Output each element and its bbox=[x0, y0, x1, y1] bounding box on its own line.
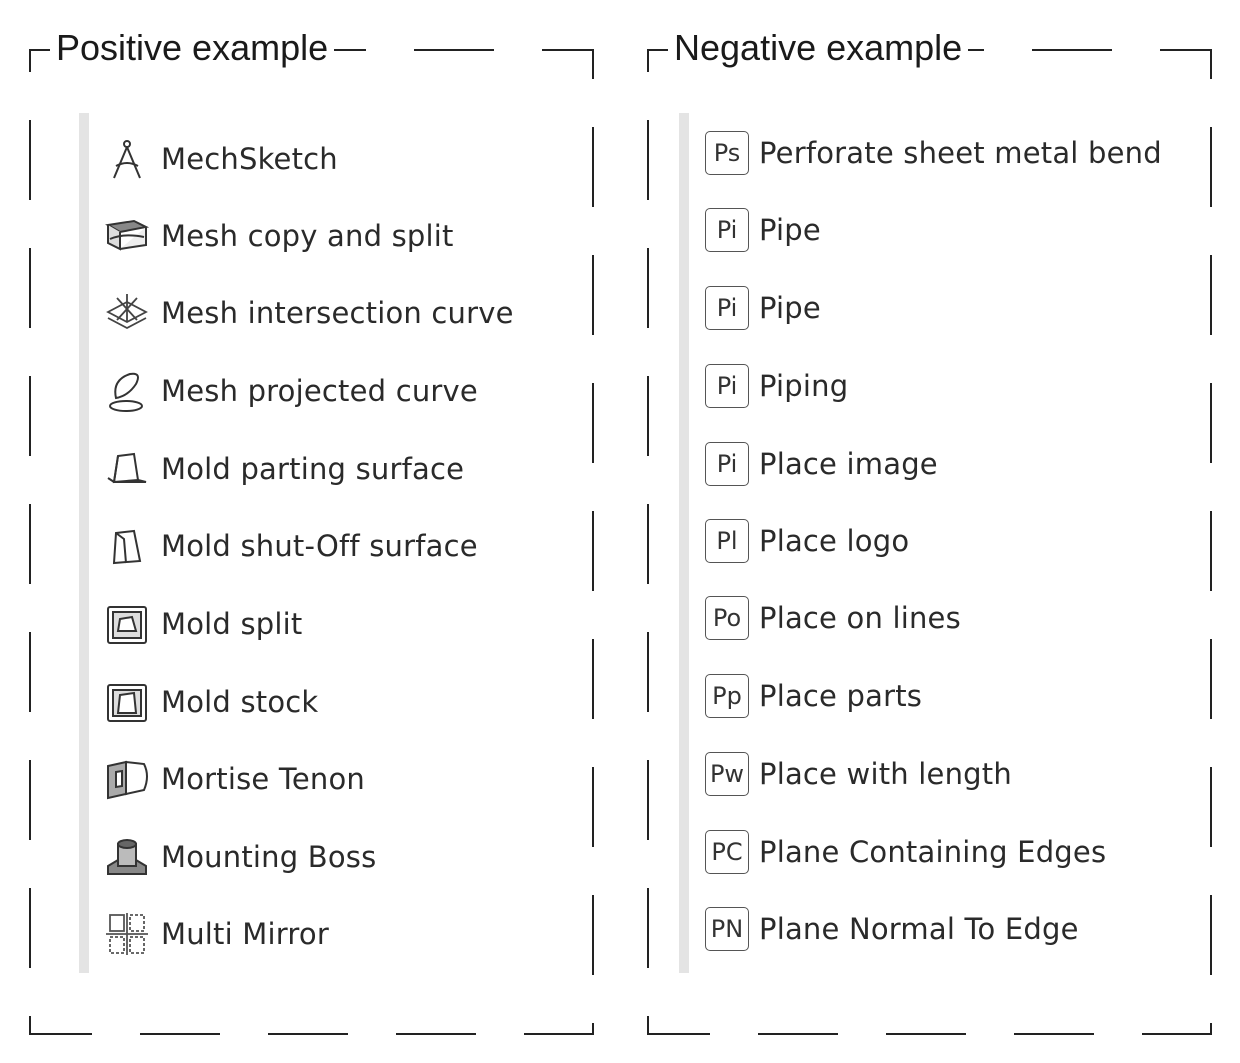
mesh-copy-icon bbox=[103, 212, 151, 260]
list-item[interactable]: Pl Place logo bbox=[703, 513, 909, 569]
list-item[interactable]: Po Place on lines bbox=[703, 590, 961, 646]
abbreviation-icon: Ps bbox=[705, 131, 749, 175]
mold-stock-icon bbox=[103, 678, 151, 726]
positive-example-title: Positive example bbox=[50, 28, 335, 68]
mold-shutoff-icon bbox=[103, 522, 151, 570]
list-item-label: Mortise Tenon bbox=[161, 762, 366, 796]
multi-mirror-icon bbox=[103, 910, 151, 958]
list-item-label: Mesh intersection curve bbox=[161, 296, 514, 330]
mesh-projected-curve-icon bbox=[103, 367, 151, 415]
list-item-label: Piping bbox=[759, 369, 849, 403]
list-item[interactable]: Mesh projected curve bbox=[103, 363, 478, 419]
list-item-label: Pipe bbox=[759, 213, 821, 247]
abbreviation-icon: Po bbox=[705, 596, 749, 640]
list-item[interactable]: Mesh copy and split bbox=[103, 208, 454, 264]
abbreviation-icon: PC bbox=[705, 830, 749, 874]
mesh-intersection-icon bbox=[103, 289, 151, 337]
list-item[interactable]: Mold stock bbox=[103, 674, 318, 730]
list-item-label: Multi Mirror bbox=[161, 917, 329, 951]
abbreviation-icon: Pi bbox=[705, 364, 749, 408]
list-item-label: Mold shut-Off surface bbox=[161, 529, 478, 563]
list-item[interactable]: MechSketch bbox=[103, 131, 338, 187]
list-item-label: Place logo bbox=[759, 524, 910, 558]
abbreviation-icon: Pi bbox=[705, 208, 749, 252]
abbreviation-icon: Pw bbox=[705, 752, 749, 796]
list-item-label: Mesh copy and split bbox=[161, 219, 454, 253]
sidebar-strip bbox=[79, 113, 89, 973]
abbreviation-icon: Pi bbox=[705, 442, 749, 486]
sidebar-strip bbox=[679, 113, 689, 973]
list-item[interactable]: Mold shut-Off surface bbox=[103, 518, 478, 574]
abbreviation-icon: PN bbox=[705, 907, 749, 951]
list-item-label: Plane Normal To Edge bbox=[759, 912, 1079, 946]
list-item[interactable]: PN Plane Normal To Edge bbox=[703, 901, 1079, 957]
list-item[interactable]: Pp Place parts bbox=[703, 668, 922, 724]
list-item-label: Place image bbox=[759, 447, 938, 481]
list-item[interactable]: Ps Perforate sheet metal bend bbox=[703, 125, 1162, 181]
list-item[interactable]: PC Plane Containing Edges bbox=[703, 824, 1106, 880]
mounting-boss-icon bbox=[103, 833, 151, 881]
list-item[interactable]: Pi Pipe bbox=[703, 280, 821, 336]
list-item-label: Mold stock bbox=[161, 685, 319, 719]
list-item[interactable]: Pi Place image bbox=[703, 436, 938, 492]
negative-feature-list: Ps Perforate sheet metal bend Pi Pipe Pi… bbox=[679, 113, 1199, 973]
list-item[interactable]: Mesh intersection curve bbox=[103, 285, 514, 341]
mold-parting-icon bbox=[103, 445, 151, 493]
abbreviation-icon: Pl bbox=[705, 519, 749, 563]
compass-icon bbox=[103, 135, 151, 183]
list-item-label: Place parts bbox=[759, 679, 923, 713]
mortise-tenon-icon bbox=[103, 755, 151, 803]
list-item[interactable]: Pi Piping bbox=[703, 358, 848, 414]
positive-feature-list: MechSketch Mesh copy and split Mesh inte… bbox=[79, 113, 579, 973]
list-item[interactable]: Mounting Boss bbox=[103, 829, 376, 885]
list-item-label: Pipe bbox=[759, 291, 821, 325]
mold-split-icon bbox=[103, 600, 151, 648]
list-item[interactable]: Mold split bbox=[103, 596, 302, 652]
list-item[interactable]: Pi Pipe bbox=[703, 202, 821, 258]
list-item-label: Perforate sheet metal bend bbox=[759, 136, 1162, 170]
abbreviation-icon: Pp bbox=[705, 674, 749, 718]
list-item-label: Mold split bbox=[161, 607, 303, 641]
negative-example-title: Negative example bbox=[668, 28, 969, 68]
abbreviation-icon: Pi bbox=[705, 286, 749, 330]
list-item[interactable]: Pw Place with length bbox=[703, 746, 1012, 802]
list-item-label: Mold parting surface bbox=[161, 452, 465, 486]
list-item-label: Place with length bbox=[759, 757, 1012, 791]
list-item[interactable]: Mortise Tenon bbox=[103, 751, 365, 807]
list-item-label: Mounting Boss bbox=[161, 840, 377, 874]
list-item-label: Place on lines bbox=[759, 601, 961, 635]
list-item-label: Plane Containing Edges bbox=[759, 835, 1107, 869]
list-item-label: MechSketch bbox=[161, 142, 338, 176]
list-item[interactable]: Multi Mirror bbox=[103, 906, 329, 962]
list-item-label: Mesh projected curve bbox=[161, 374, 478, 408]
list-item[interactable]: Mold parting surface bbox=[103, 441, 464, 497]
